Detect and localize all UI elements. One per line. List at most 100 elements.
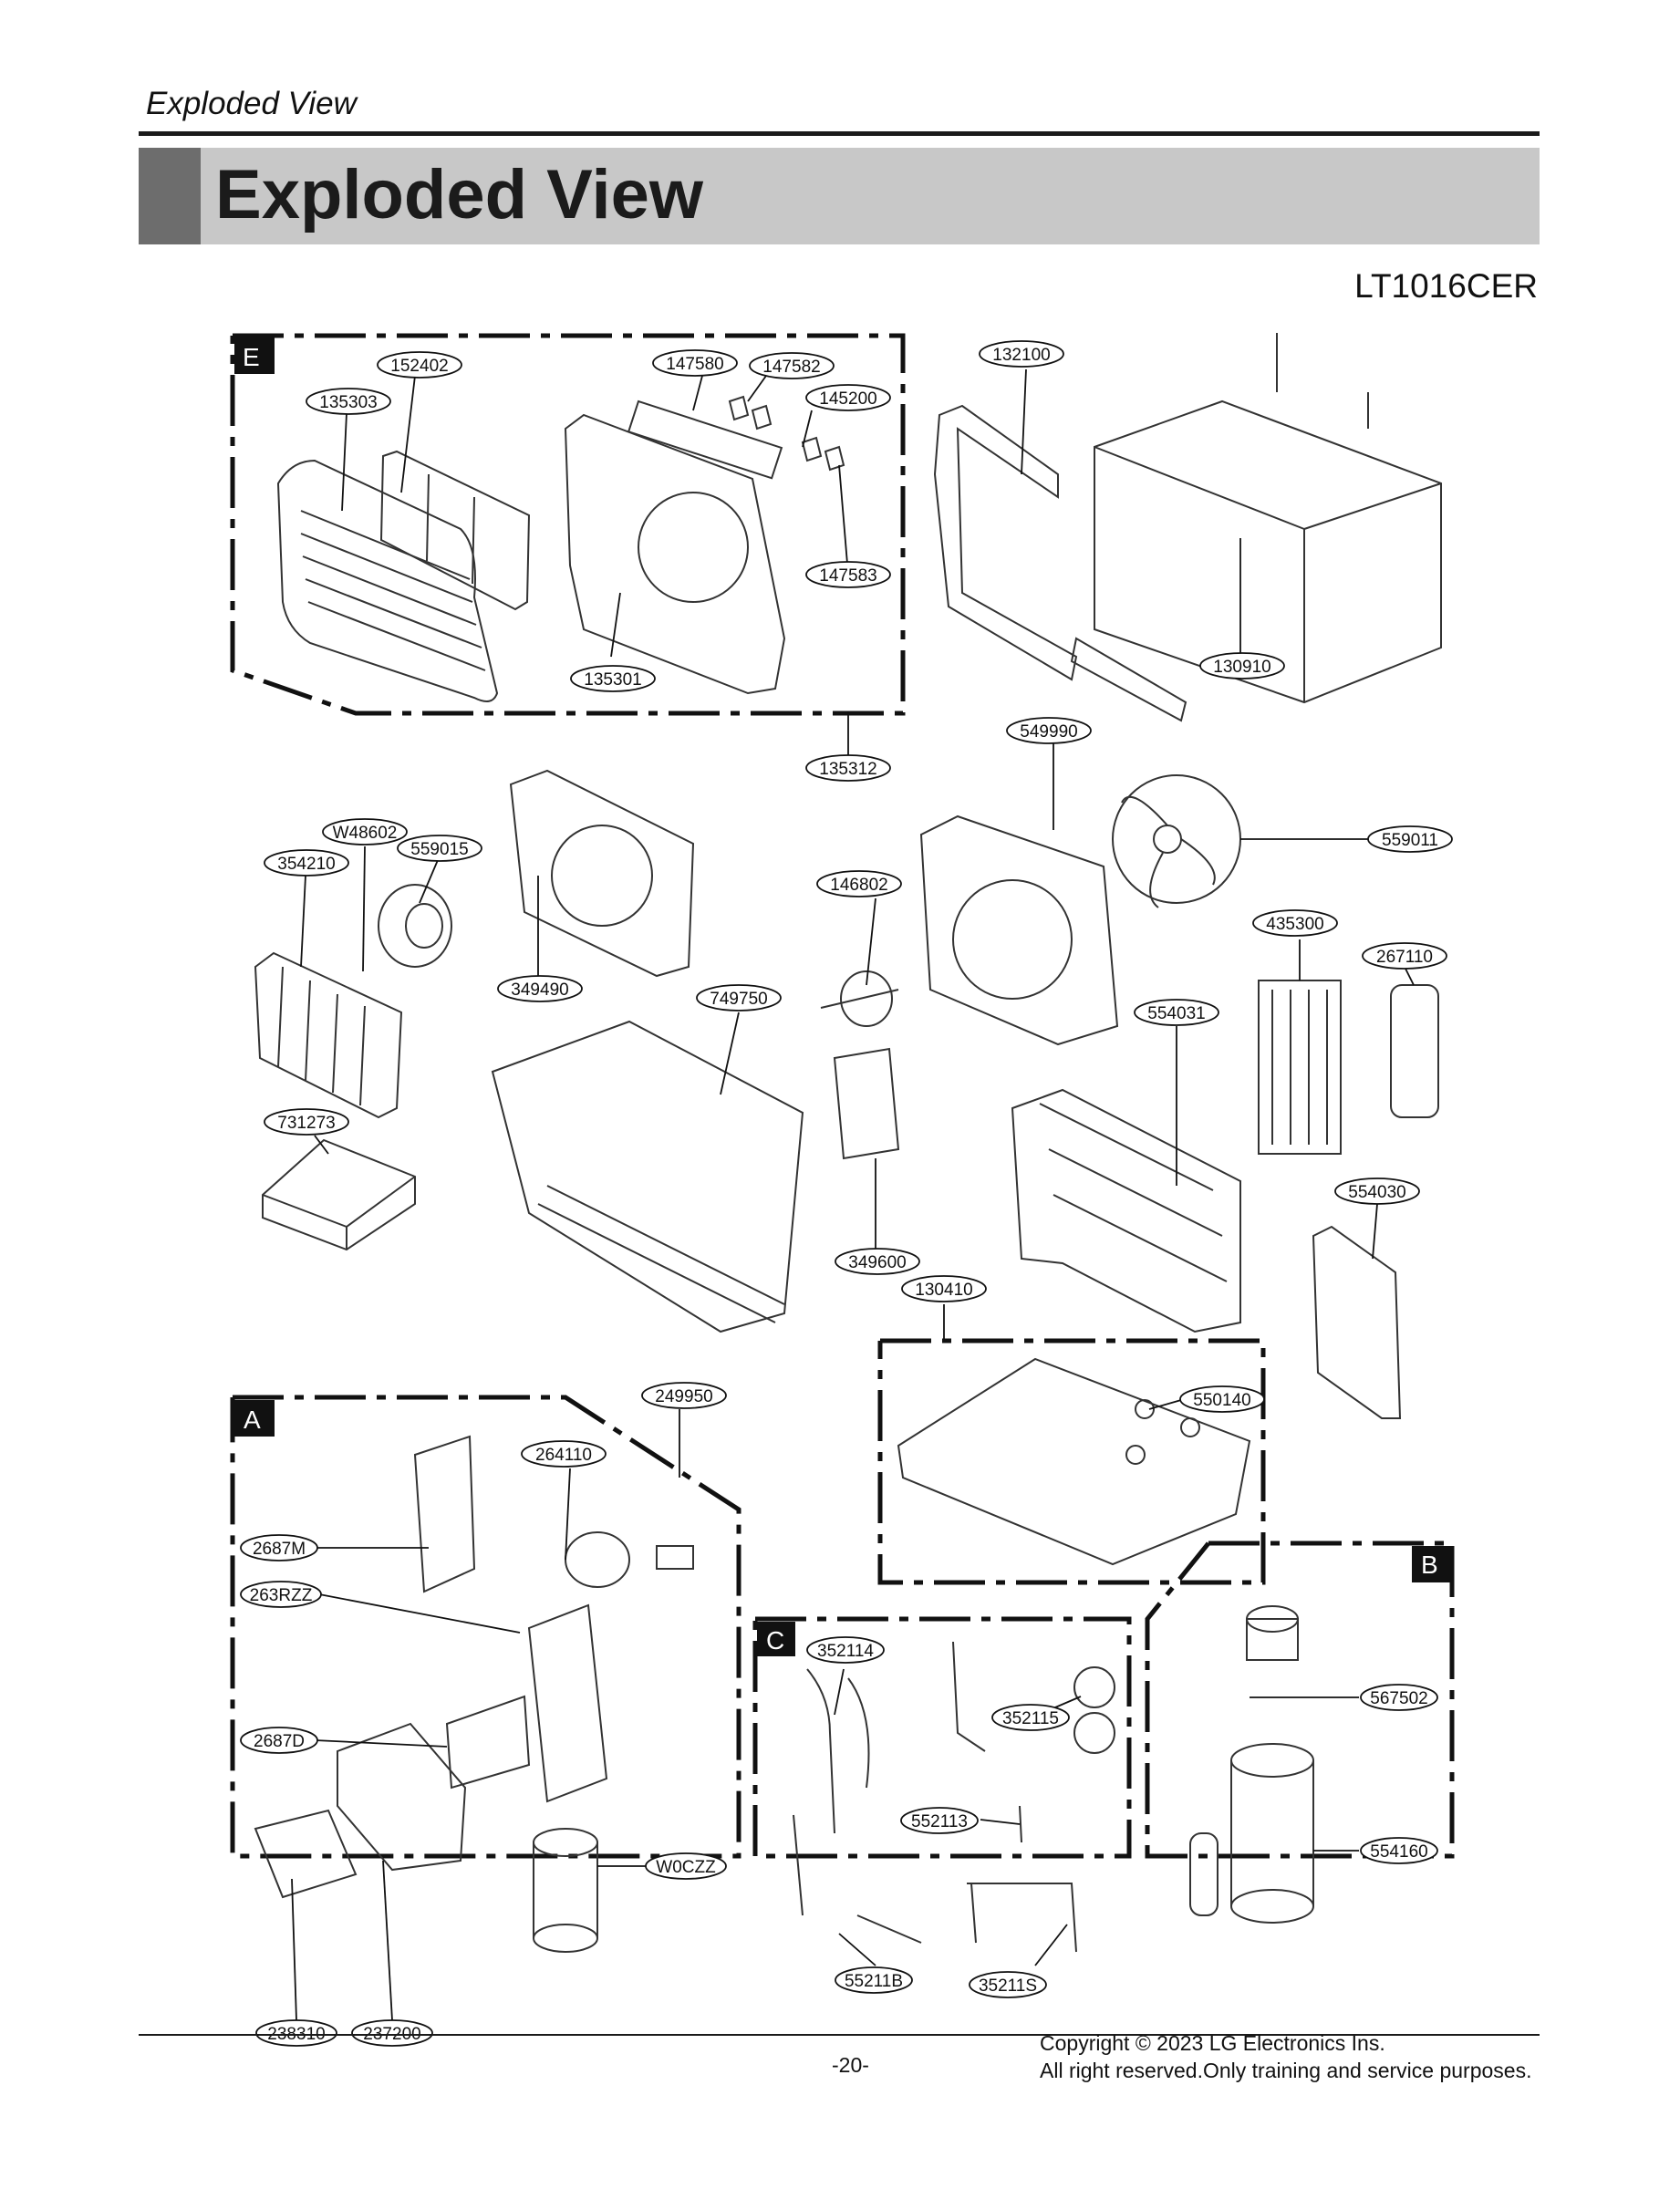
callout-146802-text: 146802: [830, 876, 887, 895]
callout-135312-text: 135312: [819, 760, 876, 779]
callout-352115: 352115: [991, 1704, 1070, 1731]
callout-549990-text: 549990: [1020, 722, 1077, 742]
callout-146802: 146802: [816, 870, 902, 897]
part-callouts: 152402 135303 147580 147582 145200 14758…: [240, 340, 1453, 2047]
callout-349600: 349600: [835, 1248, 920, 1275]
callout-145200: 145200: [805, 384, 891, 411]
axial-fan-drawing: [1112, 774, 1241, 908]
callout-349490-text: 349490: [511, 980, 568, 1000]
callout-132100-text: 132100: [992, 346, 1050, 365]
callout-264110-text: 264110: [535, 1446, 592, 1465]
section-b-frame: [1145, 1541, 1455, 1859]
callout-135301-text: 135301: [584, 670, 641, 690]
base-frame: [877, 1338, 1266, 1585]
callout-567502-text: 567502: [1370, 1689, 1427, 1708]
refrigerant-tubes-drawing: [793, 1641, 1115, 1953]
callout-354210: 354210: [264, 849, 349, 877]
callout-249950-text: 249950: [655, 1387, 712, 1406]
callout-147580: 147580: [652, 349, 738, 377]
callout-135303: 135303: [306, 388, 391, 415]
callout-249950: 249950: [641, 1382, 727, 1409]
callout-352114: 352114: [806, 1636, 885, 1664]
callout-352115-text: 352115: [1002, 1709, 1059, 1728]
blower-fan-drawing: [378, 884, 452, 968]
footer-rule: [139, 2034, 1540, 2036]
callout-145200-text: 145200: [819, 389, 876, 409]
evaporator-drawing: [254, 951, 403, 1119]
copyright-text: Copyright © 2023 LG Electronics Ins.: [1040, 2031, 1385, 2055]
header-rule: [139, 131, 1540, 136]
section-a-badge: [234, 1400, 275, 1437]
section-e-frame: [230, 333, 906, 716]
callout-130410-text: 130410: [915, 1281, 972, 1300]
section-b-badge: [1412, 1546, 1450, 1582]
callout-267110: 267110: [1362, 942, 1447, 970]
callout-554031: 554031: [1134, 999, 1219, 1026]
callout-435300: 435300: [1252, 909, 1338, 937]
callout-147583-text: 147583: [819, 566, 876, 586]
base-pan-drawing: [897, 1357, 1251, 1566]
condenser-drawing: [1011, 1088, 1241, 1333]
callout-W48602: W48602: [322, 818, 408, 846]
callout-55211B: 55211B: [835, 1966, 913, 1994]
callout-354210-text: 354210: [277, 855, 335, 874]
callout-2687M: 2687M: [240, 1534, 318, 1561]
section-a-letter: A: [244, 1406, 261, 1434]
callout-559011: 559011: [1367, 825, 1453, 853]
section-a-frame: [230, 1395, 741, 1859]
callout-349600-text: 349600: [848, 1253, 906, 1272]
callout-35211S-text: 35211S: [979, 1976, 1037, 1996]
callout-550140: 550140: [1179, 1385, 1265, 1413]
fan-motor-drawing: [820, 970, 900, 1160]
callout-152402: 152402: [377, 351, 462, 379]
vane-clips-drawing: [728, 395, 845, 472]
callout-132100: 132100: [979, 340, 1064, 368]
callout-554160: 554160: [1360, 1837, 1438, 1864]
remote-drawing: [1390, 984, 1439, 1118]
callout-731273-text: 731273: [277, 1114, 335, 1133]
callout-147583: 147583: [805, 561, 891, 588]
heater-drawing: [1258, 980, 1342, 1155]
callout-152402-text: 152402: [390, 357, 448, 376]
callout-135303-text: 135303: [319, 393, 377, 412]
callout-749750-text: 749750: [710, 990, 767, 1009]
callout-147582: 147582: [749, 352, 835, 379]
base-tray-drawing: [491, 1020, 804, 1333]
callout-554030: 554030: [1334, 1177, 1420, 1205]
callout-237200: 237200: [351, 2019, 433, 2047]
page-title: Exploded View: [215, 156, 703, 233]
callout-35211S: 35211S: [969, 1971, 1047, 1998]
section-e-badge: [234, 337, 275, 374]
callout-352114-text: 352114: [817, 1642, 874, 1661]
callout-549990: 549990: [1006, 717, 1092, 744]
callout-554031-text: 554031: [1147, 1004, 1205, 1023]
callout-267110-text: 267110: [1376, 948, 1433, 967]
callout-550140-text: 550140: [1193, 1391, 1250, 1410]
model-number: LT1016CER: [1354, 267, 1538, 305]
callout-559015-text: 559015: [410, 840, 468, 859]
callout-2687M-text: 2687M: [253, 1540, 306, 1559]
control-box-drawing: [254, 1435, 694, 1953]
callout-W0CZZ: W0CZZ: [645, 1852, 727, 1880]
callout-130910: 130910: [1199, 652, 1285, 680]
condenser-cover-drawing: [1312, 1225, 1402, 1419]
callout-130410: 130410: [901, 1275, 987, 1302]
callout-W0CZZ-text: W0CZZ: [656, 1858, 716, 1877]
callout-135312: 135312: [805, 754, 891, 782]
front-grille-drawing: [276, 459, 499, 702]
callout-55211B-text: 55211B: [845, 1972, 903, 1991]
callout-263RZZ: 263RZZ: [240, 1581, 322, 1608]
compressor-drawing: [1189, 1605, 1314, 1924]
title-band: Exploded View: [139, 148, 1540, 244]
cabinet-box-drawing: [1094, 333, 1442, 704]
page-number: -20-: [832, 2053, 869, 2077]
callout-147582-text: 147582: [762, 358, 820, 377]
callout-2687D-text: 2687D: [254, 1732, 305, 1751]
callout-554030-text: 554030: [1348, 1183, 1405, 1202]
rights-text: All right reserved.Only training and ser…: [1040, 2059, 1532, 2082]
callout-130910-text: 130910: [1213, 658, 1270, 677]
part-illustrations: [254, 333, 1442, 1953]
callout-435300-text: 435300: [1266, 915, 1323, 934]
section-b-letter: B: [1421, 1551, 1438, 1579]
